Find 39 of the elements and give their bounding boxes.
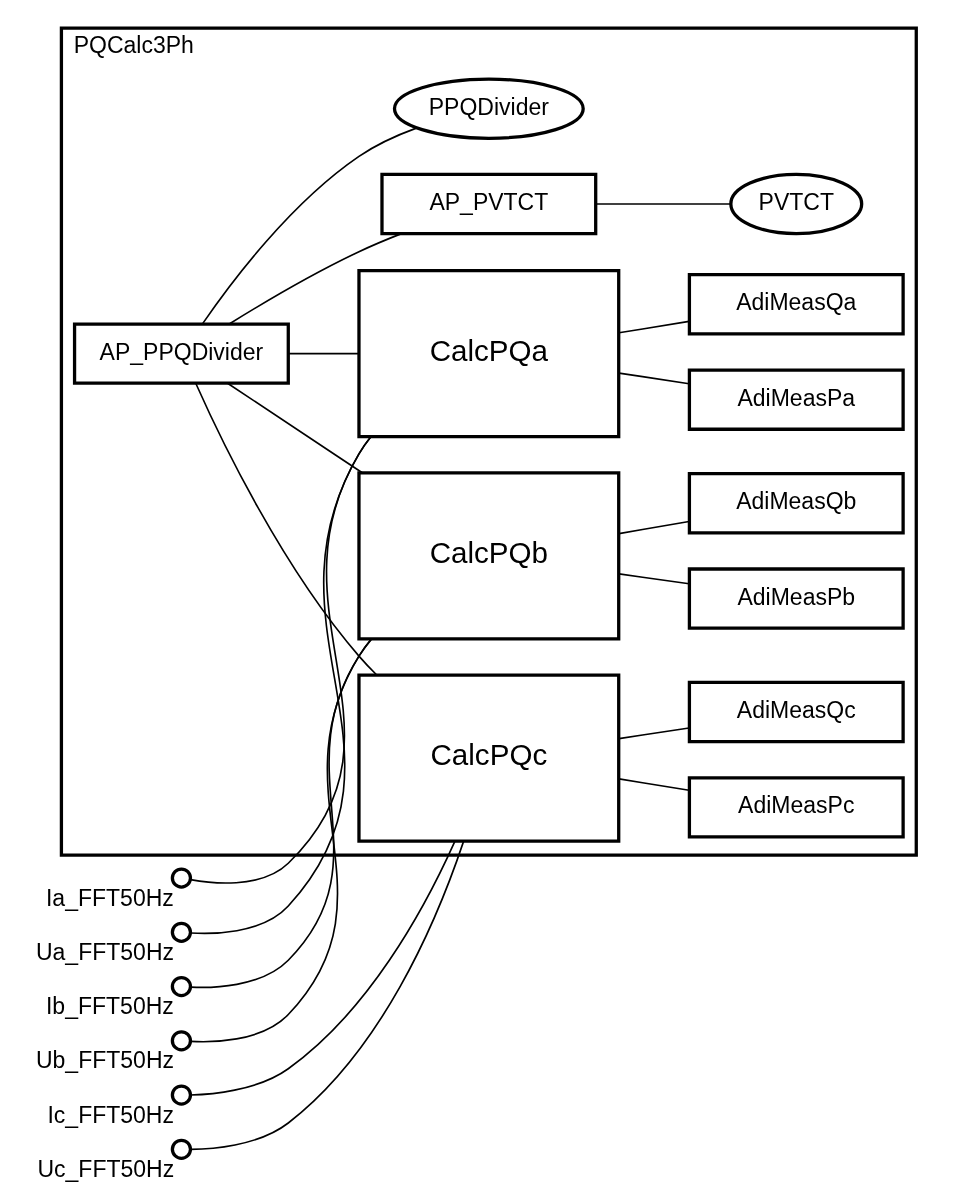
- node-label: Ub_FFT50Hz: [35, 1047, 174, 1074]
- node-box: CalcPQb: [357, 471, 621, 641]
- node-label: Ic_FFT50Hz: [47, 1101, 174, 1128]
- node-label: Uc_FFT50Hz: [37, 1155, 175, 1182]
- node-box: AdiMeasQc: [687, 680, 905, 744]
- node-box: AdiMeasPa: [687, 368, 905, 431]
- node-label: Ia_FFT50Hz: [46, 884, 174, 911]
- node-ellipse: PPQDivider: [392, 77, 585, 140]
- connector: [189, 840, 465, 1151]
- node-label: Ua_FFT50Hz: [35, 938, 174, 965]
- node-box: CalcPQc: [357, 673, 621, 843]
- node-box: AP_PPQDivider: [72, 322, 290, 385]
- connector: [618, 320, 690, 334]
- connector: [618, 573, 690, 585]
- node-circle: [170, 1030, 193, 1052]
- node-box: AdiMeasPc: [687, 776, 905, 839]
- connector: [618, 372, 690, 385]
- node-label: Ib_FFT50Hz: [46, 993, 174, 1020]
- node-box: AP_PVTCT: [380, 172, 598, 236]
- connector: [228, 233, 402, 325]
- node-ellipse: PVTCT: [729, 172, 864, 236]
- node-box: AdiMeasQb: [687, 472, 905, 535]
- node-circle: [170, 1138, 193, 1160]
- node-circle: [170, 867, 193, 889]
- connector: [287, 352, 360, 355]
- node-circle: [170, 1084, 193, 1106]
- node-circle: [170, 975, 193, 998]
- connector: [202, 127, 418, 325]
- connector: [618, 520, 690, 535]
- node-box: AdiMeasPb: [687, 567, 905, 630]
- node-circle: [170, 921, 193, 943]
- node-box: AdiMeasQa: [687, 273, 905, 336]
- connector: [227, 382, 363, 474]
- connector: [189, 840, 456, 1096]
- node-box: CalcPQa: [357, 268, 621, 439]
- connector: [195, 382, 378, 676]
- connector: [618, 727, 690, 740]
- connector: [618, 778, 690, 792]
- connector: [595, 203, 732, 205]
